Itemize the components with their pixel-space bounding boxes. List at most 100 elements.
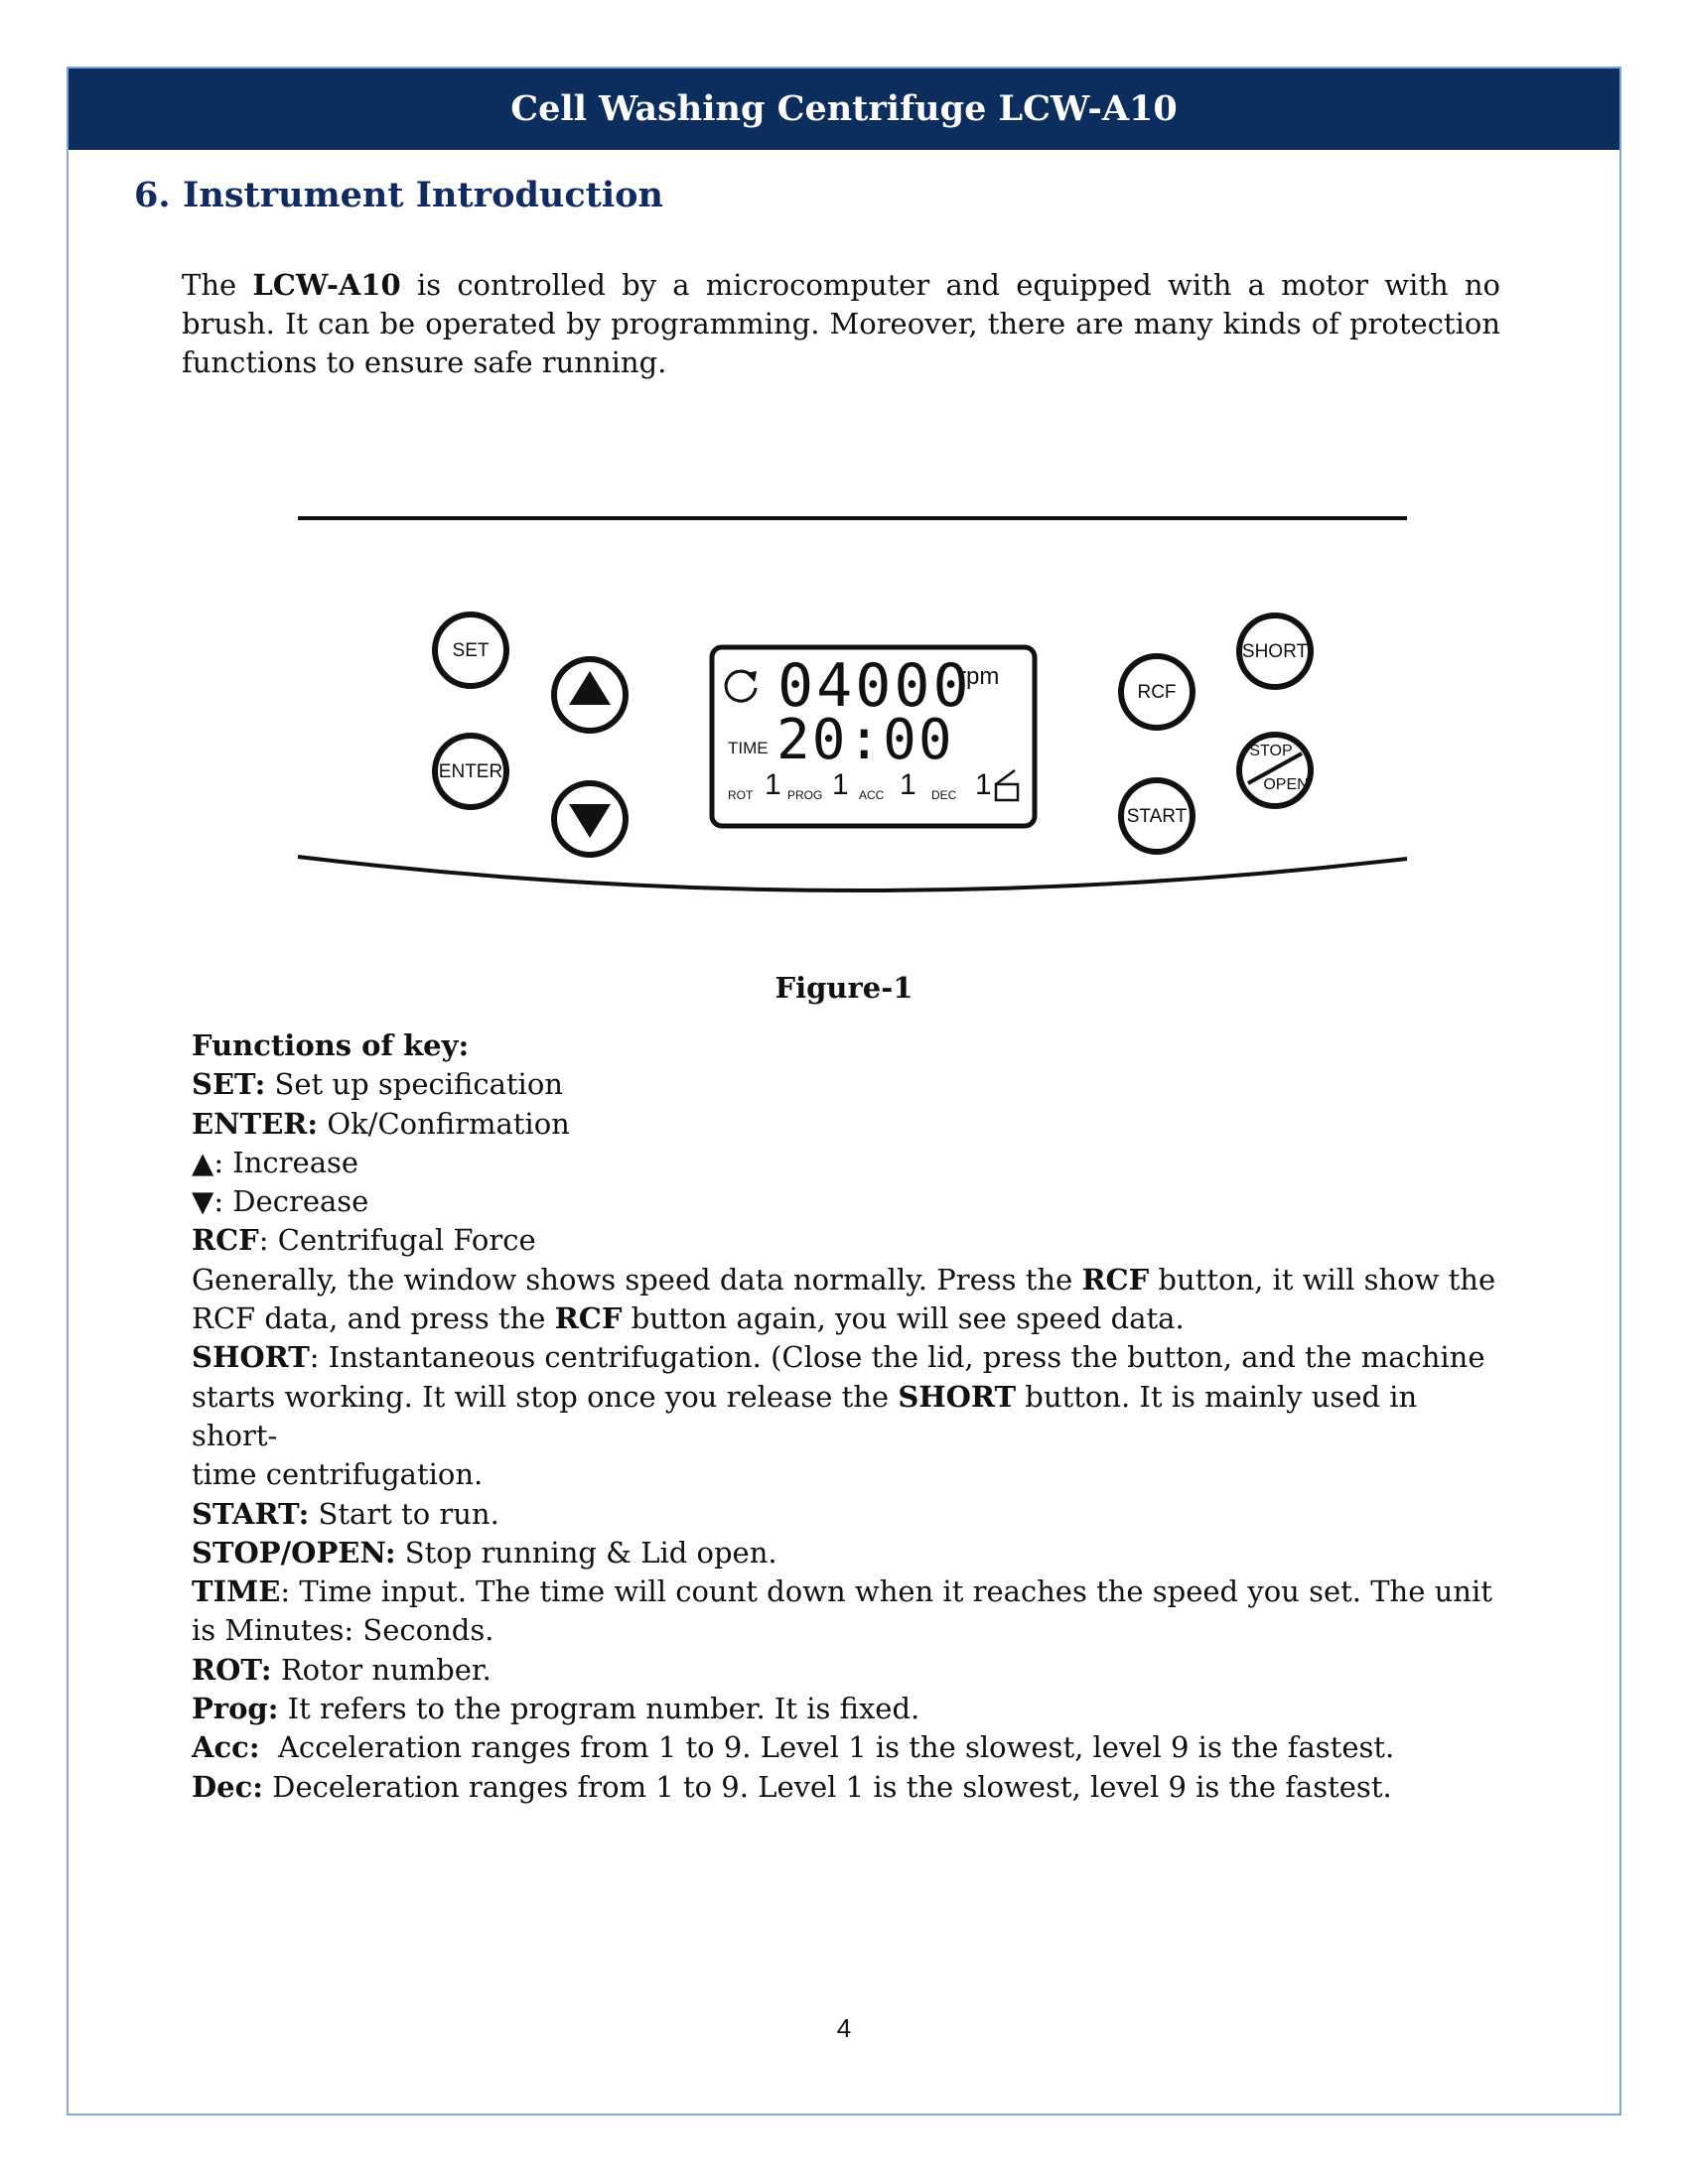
function-key: SET: [192, 1067, 266, 1102]
lcd-speed: 04000 [777, 651, 972, 721]
figure-caption: Figure-1 [774, 971, 914, 1005]
function-desc: : Increase [213, 1145, 359, 1179]
function-desc: Generally, the window shows speed data n… [192, 1262, 1082, 1297]
function-key: ENTER: [192, 1106, 319, 1141]
function-desc: time centrifugation. [192, 1457, 484, 1492]
function-desc: : Instantaneous centrifugation. (Close t… [309, 1340, 1485, 1375]
lid-icon [994, 782, 1020, 802]
function-desc: Acceleration ranges from 1 to 9. Level 1… [259, 1730, 1395, 1765]
function-desc: button, it will show the [1149, 1262, 1496, 1297]
enter-button-ring [432, 733, 509, 810]
up-arrow-icon: ▲ [192, 1145, 214, 1179]
function-short-line-2: starts working. It will stop once you re… [192, 1378, 1500, 1456]
lcd-time-label: TIME [728, 739, 769, 757]
lcd-speed-unit: rpm [958, 663, 1000, 690]
section-title: Instrument Introduction [183, 175, 663, 215]
lcd-rot-label: ROT [728, 788, 754, 802]
function-prog: Prog: It refers to the program number. I… [192, 1690, 1500, 1728]
down-arrow-icon [569, 804, 611, 838]
function-key: STOP/OPEN: [192, 1535, 396, 1570]
functions-heading-text: Functions of key: [192, 1028, 470, 1062]
function-increase: ▲: Increase [192, 1144, 1500, 1182]
page-header: Cell Washing Centrifuge LCW-A10 [69, 68, 1619, 150]
intro-text-end: is controlled by a microcomputer and equ… [182, 268, 1500, 379]
function-desc: button again, you will see speed data. [622, 1301, 1185, 1336]
stop-label[interactable]: STOP [1249, 743, 1293, 759]
function-time-line-1: TIME: Time input. The time will count do… [192, 1572, 1500, 1611]
function-key: TIME [192, 1574, 281, 1609]
function-desc: Stop running & Lid open. [395, 1535, 777, 1570]
rotation-arrow-icon [746, 671, 757, 682]
enter-button[interactable]: ENTER [438, 761, 503, 782]
rotation-icon [724, 669, 758, 703]
lcd-dec-label: DEC [931, 788, 957, 802]
function-key: START: [192, 1496, 310, 1531]
function-key: Prog: [192, 1692, 279, 1726]
function-desc: : Decrease [213, 1184, 369, 1219]
intro-model: LCW-A10 [252, 268, 401, 302]
functions-heading: Functions of key: [192, 1026, 1500, 1065]
open-label[interactable]: OPEN [1263, 776, 1309, 793]
function-acc: Acc: Acceleration ranges from 1 to 9. Le… [192, 1728, 1500, 1767]
panel-bottom-edge [297, 855, 1408, 892]
function-rot: ROT: Rotor number. [192, 1651, 1500, 1690]
function-key: SHORT [898, 1379, 1017, 1414]
function-desc: Ok/Confirmation [318, 1106, 570, 1141]
short-button-ring [1236, 613, 1314, 690]
lid-flap [995, 768, 1016, 786]
function-desc: Rotor number. [271, 1652, 492, 1687]
function-key: RCF [1081, 1262, 1150, 1297]
function-desc: RCF data, and press the [192, 1301, 555, 1336]
set-button-ring [432, 612, 509, 689]
down-arrow-icon: ▼ [192, 1184, 214, 1219]
start-button-ring [1118, 777, 1196, 855]
function-desc: : Time input. The time will count down w… [280, 1574, 1492, 1609]
function-desc: It refers to the program number. It is f… [278, 1692, 920, 1726]
lcd-frame [709, 644, 1038, 829]
start-button[interactable]: START [1126, 806, 1188, 827]
function-key: ROT: [192, 1652, 272, 1687]
set-button[interactable]: SET [452, 640, 490, 661]
stop-open-divider [1247, 751, 1303, 785]
lcd-acc-value: 1 [900, 768, 916, 801]
function-key: Acc: [192, 1730, 260, 1765]
function-desc: Set up specification [265, 1067, 563, 1102]
function-enter: ENTER: Ok/Confirmation [192, 1105, 1500, 1144]
rcf-button[interactable]: RCF [1137, 682, 1177, 703]
rcf-note-line-2: RCF data, and press the RCF button again… [192, 1299, 1500, 1338]
lcd-acc-label: ACC [859, 788, 885, 802]
function-time-line-2: is Minutes: Seconds. [192, 1611, 1500, 1650]
up-arrow-icon [569, 671, 611, 705]
function-desc: starts working. It will stop once you re… [192, 1379, 899, 1414]
function-short-line-1: SHORT: Instantaneous centrifugation. (Cl… [192, 1338, 1500, 1377]
function-key: SHORT [192, 1340, 310, 1375]
lcd-dec-value: 1 [975, 768, 992, 801]
function-desc: is Minutes: Seconds. [192, 1613, 494, 1648]
function-desc: Deceleration ranges from 1 to 9. Level 1… [262, 1769, 1392, 1804]
control-panel-drawing [297, 516, 1408, 892]
short-button[interactable]: SHORT [1241, 641, 1309, 662]
intro-text-start: The [182, 268, 253, 302]
function-key: RCF [554, 1301, 623, 1336]
function-stop-open: STOP/OPEN: Stop running & Lid open. [192, 1534, 1500, 1572]
function-desc: button. It is mainly used in short- [192, 1379, 1418, 1452]
page-frame: Cell Washing Centrifuge LCW-A10 [67, 67, 1621, 2116]
function-decrease: ▼: Decrease [192, 1182, 1500, 1221]
control-panel-figure: SET ENTER RCF START SHORT STOP OPEN 0400… [228, 447, 1450, 913]
function-start: START: Start to run. [192, 1495, 1500, 1534]
function-desc: Start to run. [309, 1496, 499, 1531]
lcd-time: 20:00 [776, 708, 954, 772]
key-functions-list: Functions of key: SET: Set up specificat… [192, 1026, 1500, 1807]
lcd-rot-value: 1 [765, 768, 781, 801]
page-number: 4 [836, 2013, 852, 2043]
section-number: 6. [134, 175, 171, 215]
function-key: Dec: [192, 1769, 263, 1804]
section-heading: 6. Instrument Introduction [134, 175, 663, 215]
intro-paragraph: The LCW-A10 is controlled by a microcomp… [182, 266, 1500, 382]
lcd-prog-label: PROG [787, 788, 823, 802]
function-desc: : Centrifugal Force [258, 1223, 536, 1258]
rcf-button-ring [1118, 653, 1196, 731]
function-dec: Dec: Deceleration ranges from 1 to 9. Le… [192, 1768, 1500, 1807]
function-key: RCF [192, 1223, 259, 1258]
function-rcf: RCF: Centrifugal Force [192, 1221, 1500, 1260]
